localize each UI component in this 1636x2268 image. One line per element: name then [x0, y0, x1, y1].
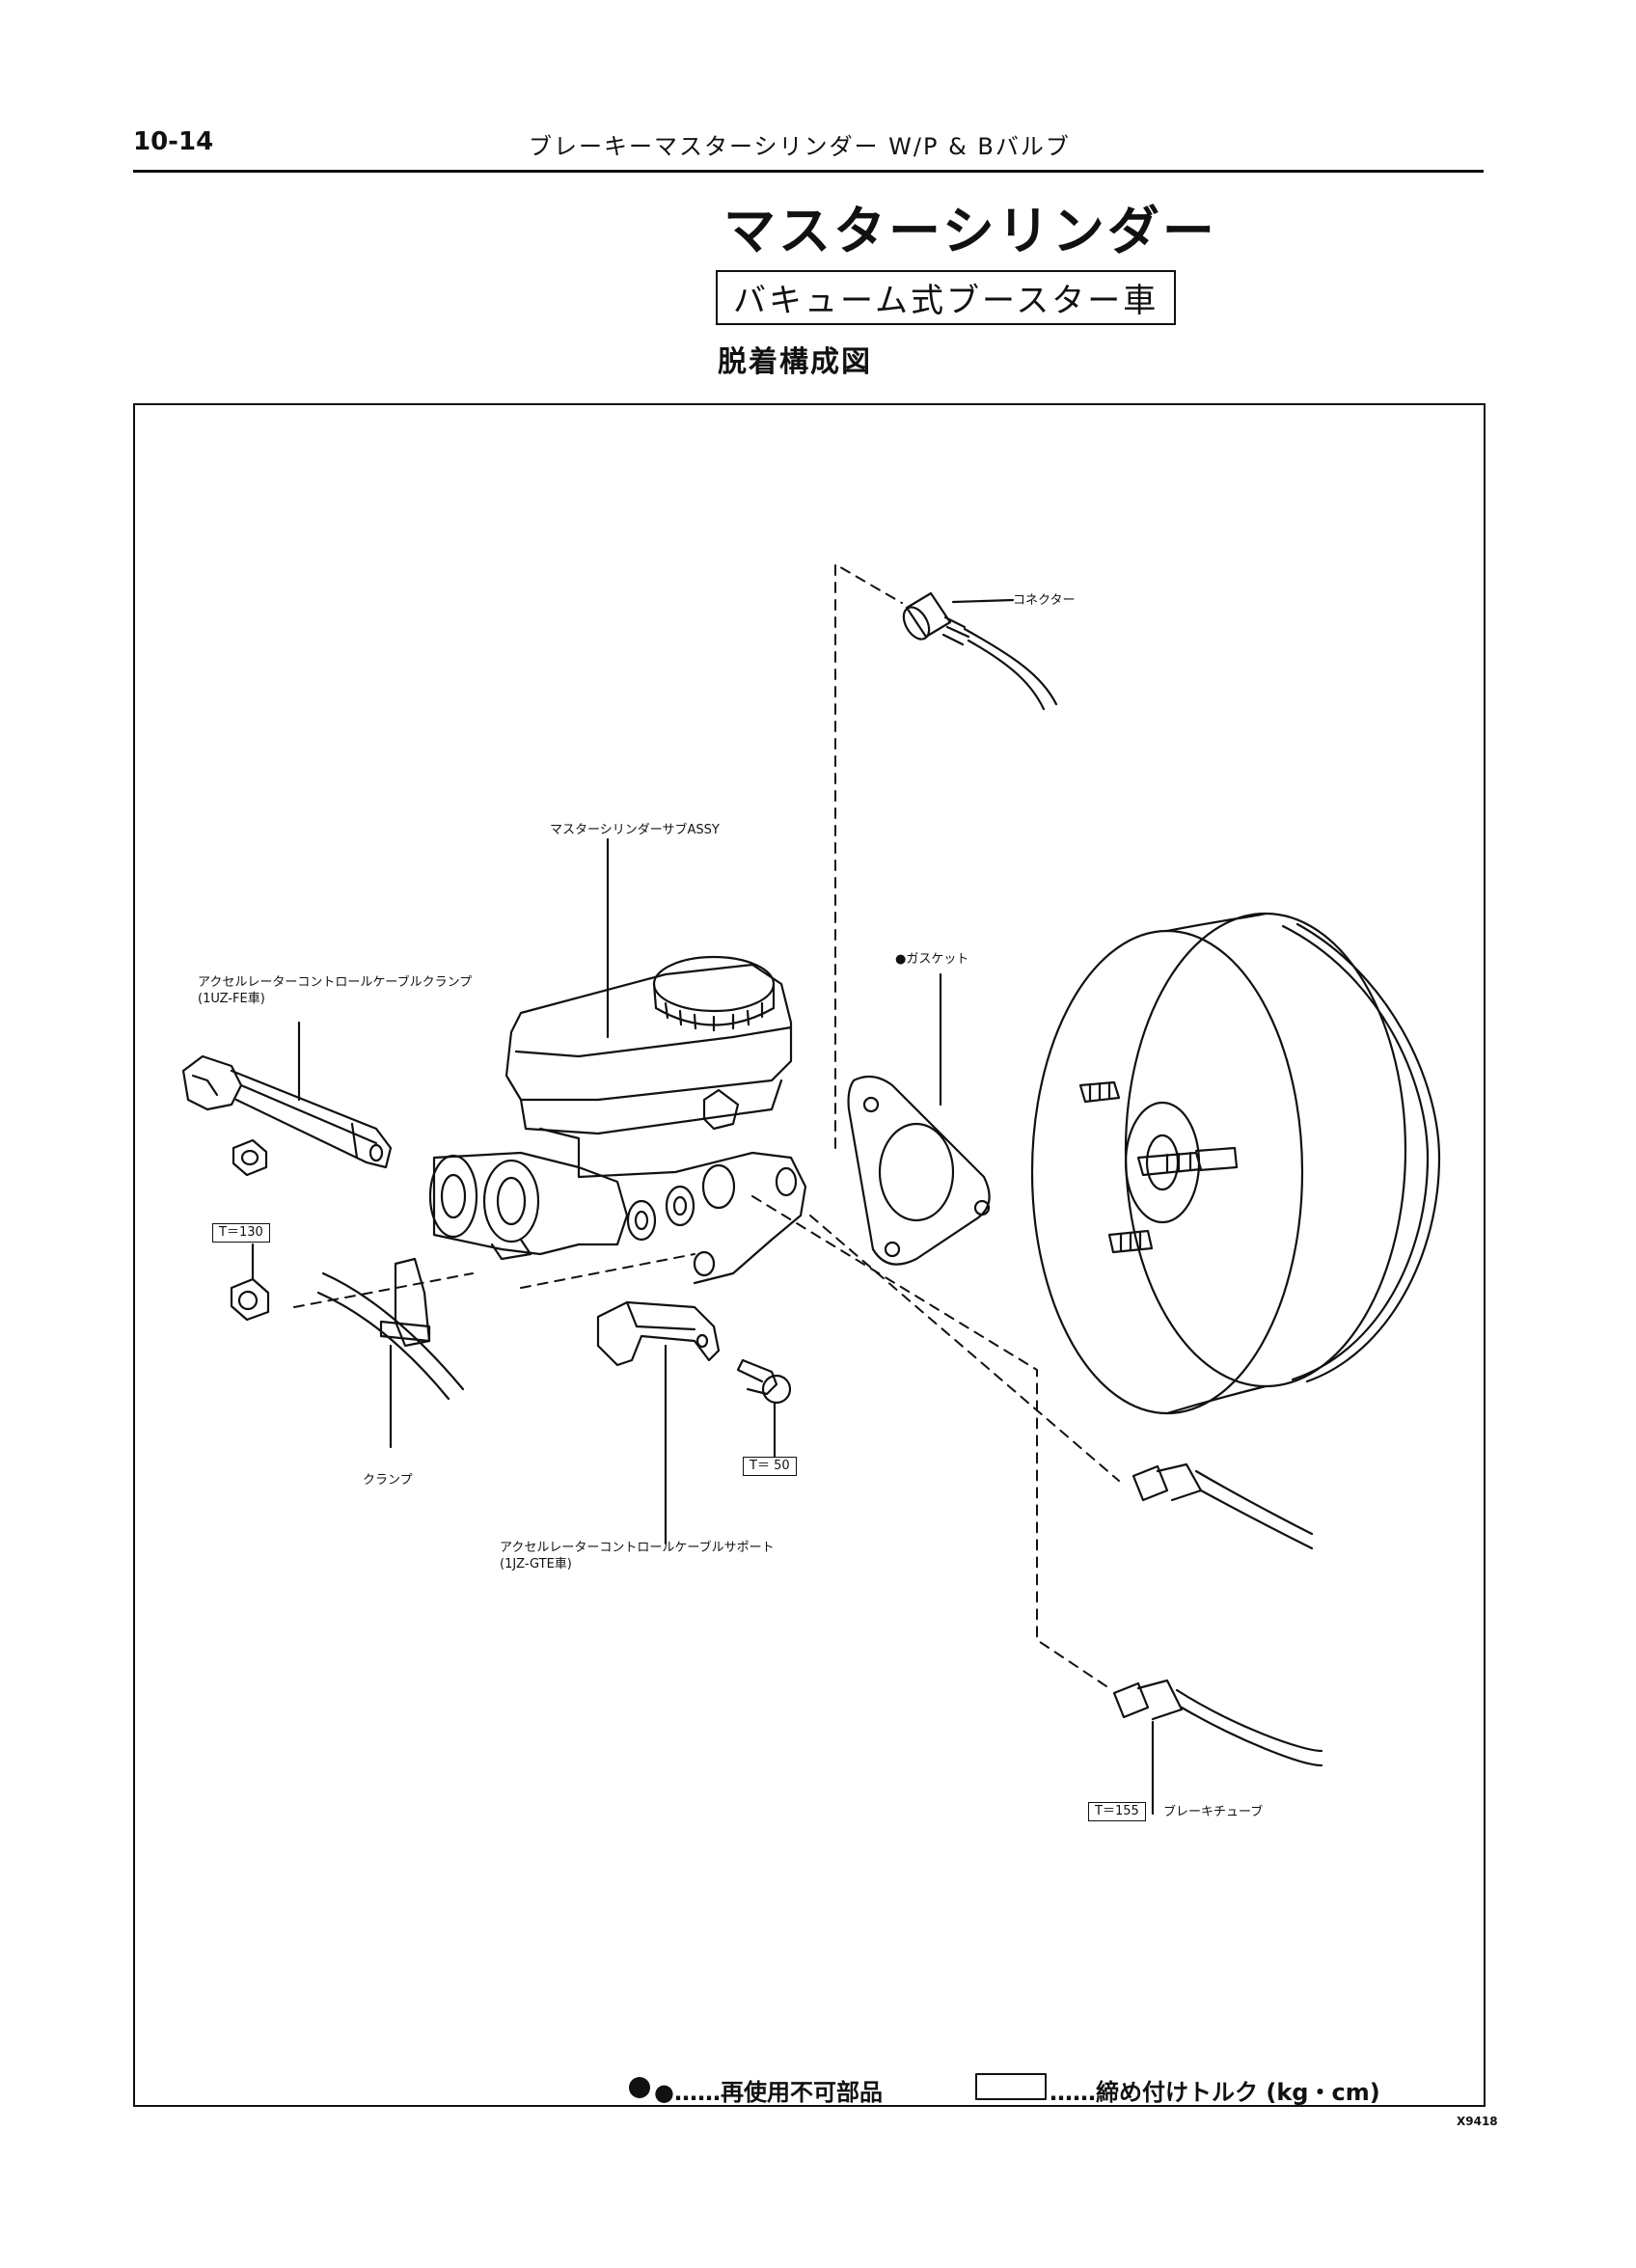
legend-non-reusable: ●……再使用不可部品 [654, 2079, 883, 2106]
bolt-part [736, 1358, 792, 1459]
connector-part [902, 591, 1058, 711]
accel-cable-support-part [596, 1300, 721, 1545]
diagram-heading: 脱着構成図 [718, 345, 872, 379]
label-brake-tube: ブレーキチューブ [1163, 1805, 1264, 1819]
clamp-part [316, 1257, 465, 1449]
nut-part [230, 1243, 270, 1322]
page-number: 10-14 [133, 127, 214, 156]
label-accel-clamp-1: アクセルレーターコントロールケーブルクランプ [198, 975, 473, 990]
diagram-frame [133, 403, 1486, 2107]
label-master-cylinder: マスターシリンダーサブASSY [550, 823, 720, 837]
section-title: ブレーキーマスターシリンダー W/P & Bバルブ [529, 133, 1071, 160]
label-accel-clamp-2: (1UZ-FE車) [198, 992, 265, 1006]
torque-bolt-badge: T＝ 50 [743, 1457, 797, 1476]
gasket-part [847, 972, 991, 1266]
label-support-2: (1JZ-GTE車) [500, 1557, 572, 1571]
page-header: 10-14 ブレーキーマスターシリンダー W/P & Bバルブ [133, 123, 1484, 173]
label-gasket: ●ガスケット [895, 952, 969, 967]
small-nut-part [232, 1138, 268, 1177]
assembly-dashed-lines [293, 563, 1120, 1689]
brake-tube-lower [1112, 1679, 1323, 1816]
page-subtitle: バキューム式ブースター車 [716, 270, 1177, 325]
legend-torque: ……締め付けトルク (kg・cm) [1050, 2079, 1380, 2106]
accel-cable-clamp-part [181, 1021, 393, 1169]
label-support-1: アクセルレーターコントロールケーブルサポート [500, 1541, 775, 1555]
page-title: マスターシリンダー [723, 201, 1217, 261]
legend-torque-box-icon [975, 2073, 1047, 2100]
master-cylinder-part [428, 837, 807, 1285]
label-connector: コネクター [1013, 593, 1076, 608]
label-clamp: クランプ [363, 1473, 413, 1488]
brake-booster-part [1030, 912, 1441, 1415]
torque-nut-badge: T＝130 [212, 1223, 270, 1243]
brake-tube-upper [1132, 1462, 1314, 1550]
figure-code: X9418 [1457, 2115, 1498, 2128]
torque-tube-badge: T＝155 [1088, 1802, 1146, 1821]
legend-dot-icon [629, 2077, 650, 2098]
